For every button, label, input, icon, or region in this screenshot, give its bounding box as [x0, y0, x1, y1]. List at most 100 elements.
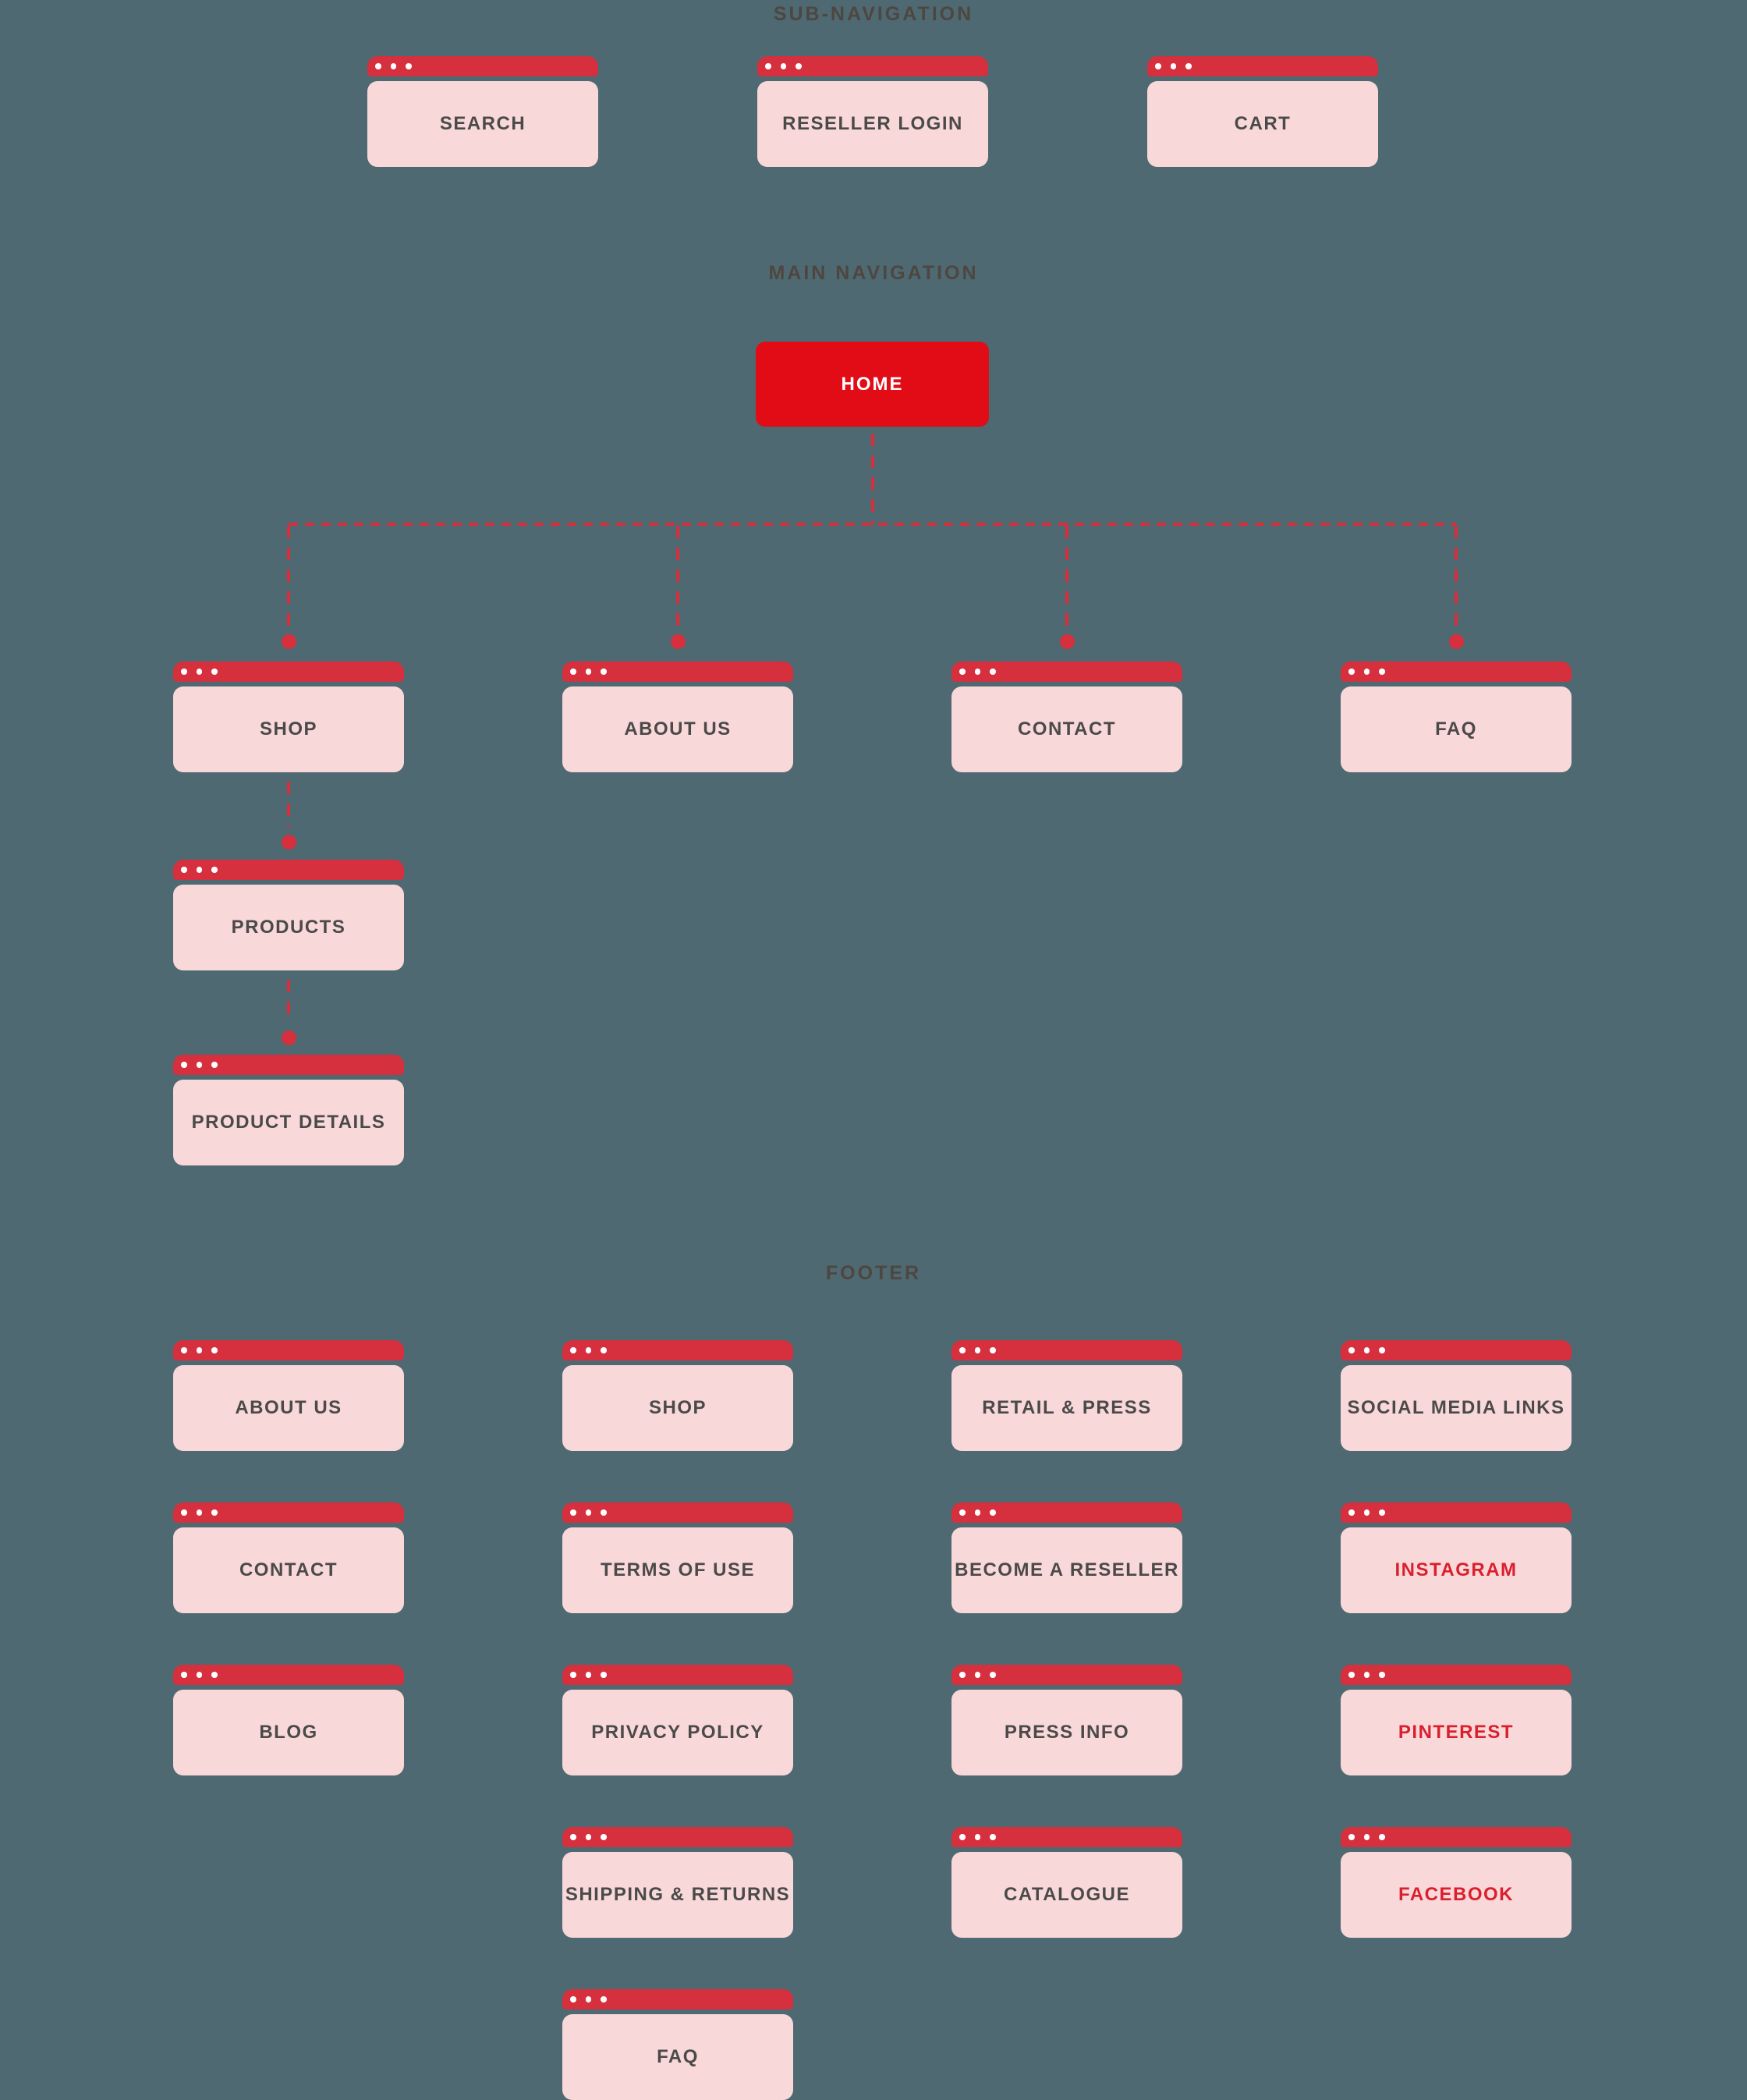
- footer-node-pinterest[interactable]: PINTEREST: [1341, 1665, 1572, 1775]
- footer-node-catalogue[interactable]: CATALOGUE: [951, 1827, 1182, 1938]
- node-label: CATALOGUE: [1004, 1884, 1130, 1905]
- window-dot-icon: [974, 1509, 980, 1516]
- window-title-bar: [757, 56, 988, 76]
- nav-node-about-us[interactable]: ABOUT US: [562, 662, 793, 772]
- window-body: SHOP: [173, 686, 404, 772]
- window-dot-icon: [990, 669, 996, 675]
- window-dot-icon: [990, 1347, 996, 1353]
- window-body: CART: [1147, 81, 1378, 167]
- nav-node-products[interactable]: PRODUCTS: [173, 860, 404, 970]
- window-dot-icon: [974, 1672, 980, 1678]
- window-dot-icon: [1379, 1509, 1385, 1516]
- footer-node-instagram[interactable]: INSTAGRAM: [1341, 1502, 1572, 1613]
- window-dot-icon: [585, 1834, 591, 1840]
- window-dot-icon: [765, 63, 771, 69]
- footer-node-retail-press[interactable]: RETAIL & PRESS: [951, 1340, 1182, 1451]
- window-dot-icon: [211, 1672, 218, 1678]
- footer-node-shipping-returns[interactable]: SHIPPING & RETURNS: [562, 1827, 793, 1938]
- node-label: SHOP: [259, 718, 317, 740]
- window-dot-icon: [196, 1347, 202, 1353]
- node-label: CONTACT: [1017, 718, 1117, 740]
- footer-node-press-info[interactable]: PRESS INFO: [951, 1665, 1182, 1775]
- window-body: SHOP: [562, 1365, 793, 1451]
- footer-node-terms-of-use[interactable]: TERMS OF USE: [562, 1502, 793, 1613]
- node-label: SOCIAL MEDIA LINKS: [1347, 1397, 1565, 1418]
- connector-shop-products: [287, 782, 290, 827]
- window-dot-icon: [1379, 1672, 1385, 1678]
- connector-branch-contact: [1065, 526, 1068, 629]
- window-dot-icon: [196, 669, 202, 675]
- window-title-bar: [562, 1827, 793, 1847]
- window-body: ABOUT US: [173, 1365, 404, 1451]
- window-dot-icon: [181, 1062, 187, 1068]
- footer-node-facebook[interactable]: FACEBOOK: [1341, 1827, 1572, 1938]
- nav-node-shop[interactable]: SHOP: [173, 662, 404, 772]
- window-dot-icon: [196, 1509, 202, 1516]
- mainnav-heading: MAIN NAVIGATION: [768, 262, 979, 284]
- window-dot-icon: [780, 63, 786, 69]
- window-body: BECOME A RESELLER: [951, 1527, 1182, 1613]
- window-body: SOCIAL MEDIA LINKS: [1341, 1365, 1572, 1451]
- node-label: PRIVACY POLICY: [591, 1722, 764, 1743]
- footer-heading: FOOTER: [825, 1262, 922, 1284]
- window-title-bar: [951, 1502, 1182, 1523]
- footer-node-faq[interactable]: FAQ: [562, 1989, 793, 2100]
- window-dot-icon: [1348, 669, 1355, 675]
- nav-node-product-details[interactable]: PRODUCT DETAILS: [173, 1055, 404, 1165]
- window-body: PRODUCT DETAILS: [173, 1080, 404, 1165]
- window-dot-icon: [181, 1672, 187, 1678]
- window-body: FACEBOOK: [1341, 1852, 1572, 1938]
- node-label: PRODUCT DETAILS: [191, 1112, 386, 1133]
- window-dot-icon: [570, 1347, 576, 1353]
- window-dot-icon: [959, 669, 966, 675]
- connector-branch-shop: [287, 526, 290, 629]
- window-body: CONTACT: [173, 1527, 404, 1613]
- window-dot-icon: [1348, 1509, 1355, 1516]
- window-dot-icon: [974, 1834, 980, 1840]
- subnav-node-search[interactable]: SEARCH: [367, 56, 598, 167]
- branch-dot-shop: [281, 633, 296, 649]
- footer-node-social-media-links[interactable]: SOCIAL MEDIA LINKS: [1341, 1340, 1572, 1451]
- window-body: PRODUCTS: [173, 885, 404, 970]
- footer-node-about-us[interactable]: ABOUT US: [173, 1340, 404, 1451]
- window-dot-icon: [585, 1509, 591, 1516]
- window-title-bar: [173, 860, 404, 880]
- window-dot-icon: [585, 1996, 591, 2002]
- window-title-bar: [562, 1502, 793, 1523]
- window-dot-icon: [211, 867, 218, 873]
- window-dot-icon: [1170, 63, 1176, 69]
- footer-node-blog[interactable]: BLOG: [173, 1665, 404, 1775]
- footer-node-contact[interactable]: CONTACT: [173, 1502, 404, 1613]
- subnav-node-reseller-login[interactable]: RESELLER LOGIN: [757, 56, 988, 167]
- window-dot-icon: [601, 1996, 607, 2002]
- branch-dot-about-us: [670, 633, 686, 649]
- node-label: CART: [1234, 113, 1292, 134]
- window-dot-icon: [211, 1509, 218, 1516]
- subnav-node-cart[interactable]: CART: [1147, 56, 1378, 167]
- nav-node-contact[interactable]: CONTACT: [951, 662, 1182, 772]
- window-dot-icon: [1379, 669, 1385, 675]
- window-dot-icon: [570, 669, 576, 675]
- footer-node-shop[interactable]: SHOP: [562, 1340, 793, 1451]
- footer-node-privacy-policy[interactable]: PRIVACY POLICY: [562, 1665, 793, 1775]
- node-label: SHIPPING & RETURNS: [565, 1884, 791, 1905]
- window-dot-icon: [1155, 63, 1161, 69]
- node-label: TERMS OF USE: [600, 1559, 755, 1580]
- window-dot-icon: [1379, 1347, 1385, 1353]
- home-button[interactable]: HOME: [756, 342, 989, 427]
- window-body: RESELLER LOGIN: [757, 81, 988, 167]
- window-dot-icon: [585, 1347, 591, 1353]
- window-body: FAQ: [1341, 686, 1572, 772]
- nav-node-faq[interactable]: FAQ: [1341, 662, 1572, 772]
- window-title-bar: [951, 1340, 1182, 1360]
- window-dot-icon: [990, 1672, 996, 1678]
- node-label: FACEBOOK: [1398, 1884, 1514, 1905]
- node-label: PRESS INFO: [1004, 1722, 1130, 1743]
- window-title-bar: [562, 1340, 793, 1360]
- window-dot-icon: [1348, 1347, 1355, 1353]
- branch-dot-faq: [1448, 633, 1464, 649]
- window-dot-icon: [181, 669, 187, 675]
- footer-node-become-a-reseller[interactable]: BECOME A RESELLER: [951, 1502, 1182, 1613]
- node-label: BLOG: [259, 1722, 318, 1743]
- window-dot-icon: [406, 63, 412, 69]
